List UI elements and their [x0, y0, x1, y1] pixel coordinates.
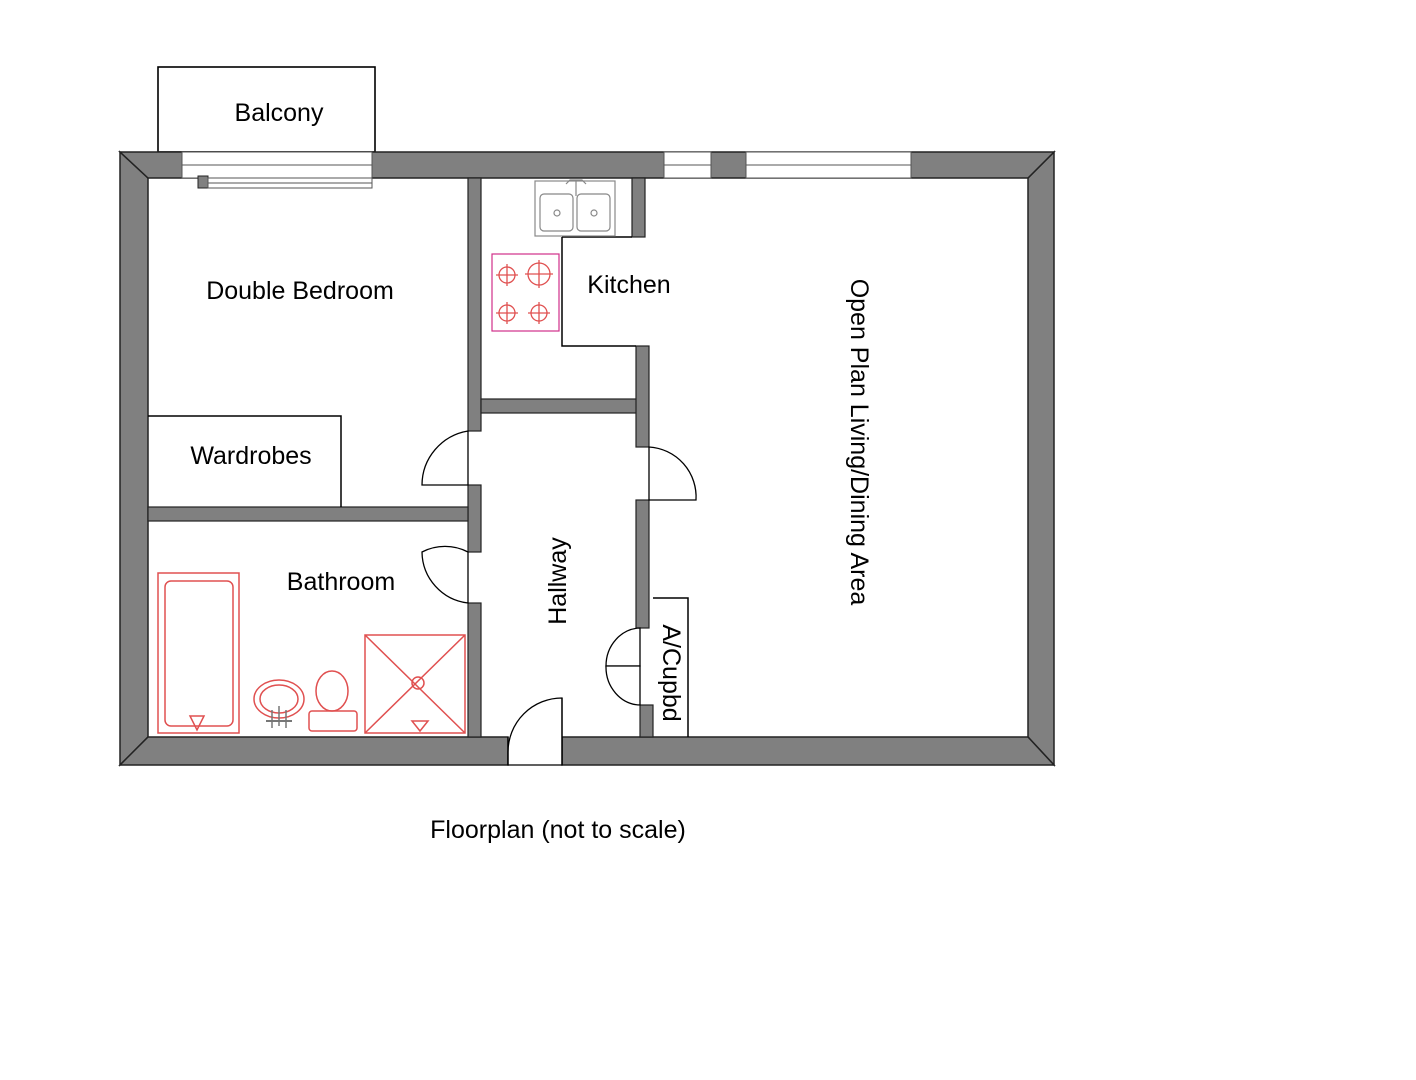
wall-hall-right-low	[639, 704, 654, 738]
front-door	[507, 697, 563, 766]
washbasin	[253, 679, 305, 728]
outer-wall-bottom-left	[118, 736, 509, 766]
outer-wall-right	[1027, 150, 1055, 767]
bedroom-window	[181, 151, 373, 189]
wall-kitchen-top-right	[631, 177, 646, 238]
room-label-wardrobes: Wardrobes	[190, 442, 311, 470]
kitchen-sink	[534, 179, 616, 237]
hob	[491, 253, 560, 332]
shower	[364, 634, 466, 734]
kitchen-worktop	[561, 237, 636, 347]
living-window	[745, 151, 912, 179]
airing-cupboard-door-upper	[605, 627, 641, 667]
wall-kitchen-hallway	[480, 398, 648, 414]
bathroom-door	[421, 545, 469, 604]
room-label-hallway: Hallway	[544, 537, 572, 625]
floorplan-caption: Floorplan (not to scale)	[430, 816, 686, 844]
room-label-living-dining: Open Plan Living/Dining Area	[845, 279, 873, 606]
room-label-bathroom: Bathroom	[287, 568, 395, 596]
wall-hall-left-low	[467, 602, 482, 738]
room-label-kitchen: Kitchen	[587, 271, 670, 299]
bath	[157, 572, 240, 734]
outer-wall-left	[119, 150, 149, 767]
room-label-double-bedroom: Double Bedroom	[206, 277, 394, 305]
wall-hall-left-mid	[467, 484, 482, 553]
room-label-airing-cupboard: A/Cupbd	[657, 624, 685, 721]
wardrobes-outline	[148, 415, 342, 507]
kitchen-window	[663, 151, 712, 179]
bedroom-door	[421, 430, 469, 486]
balcony-outline	[157, 66, 376, 153]
wall-kitchen-right	[635, 345, 650, 448]
living-door	[648, 446, 697, 501]
room-label-balcony: Balcony	[235, 99, 324, 127]
toilet	[308, 670, 358, 732]
outer-wall-bottom-right	[561, 736, 1056, 766]
wall-wardrobe-bathroom	[147, 506, 469, 522]
wall-hall-right-mid	[635, 499, 650, 629]
airing-cupboard-outline	[653, 597, 689, 737]
wall-bedroom-kitchen	[467, 177, 482, 432]
airing-cupboard-door-lower	[605, 665, 641, 706]
